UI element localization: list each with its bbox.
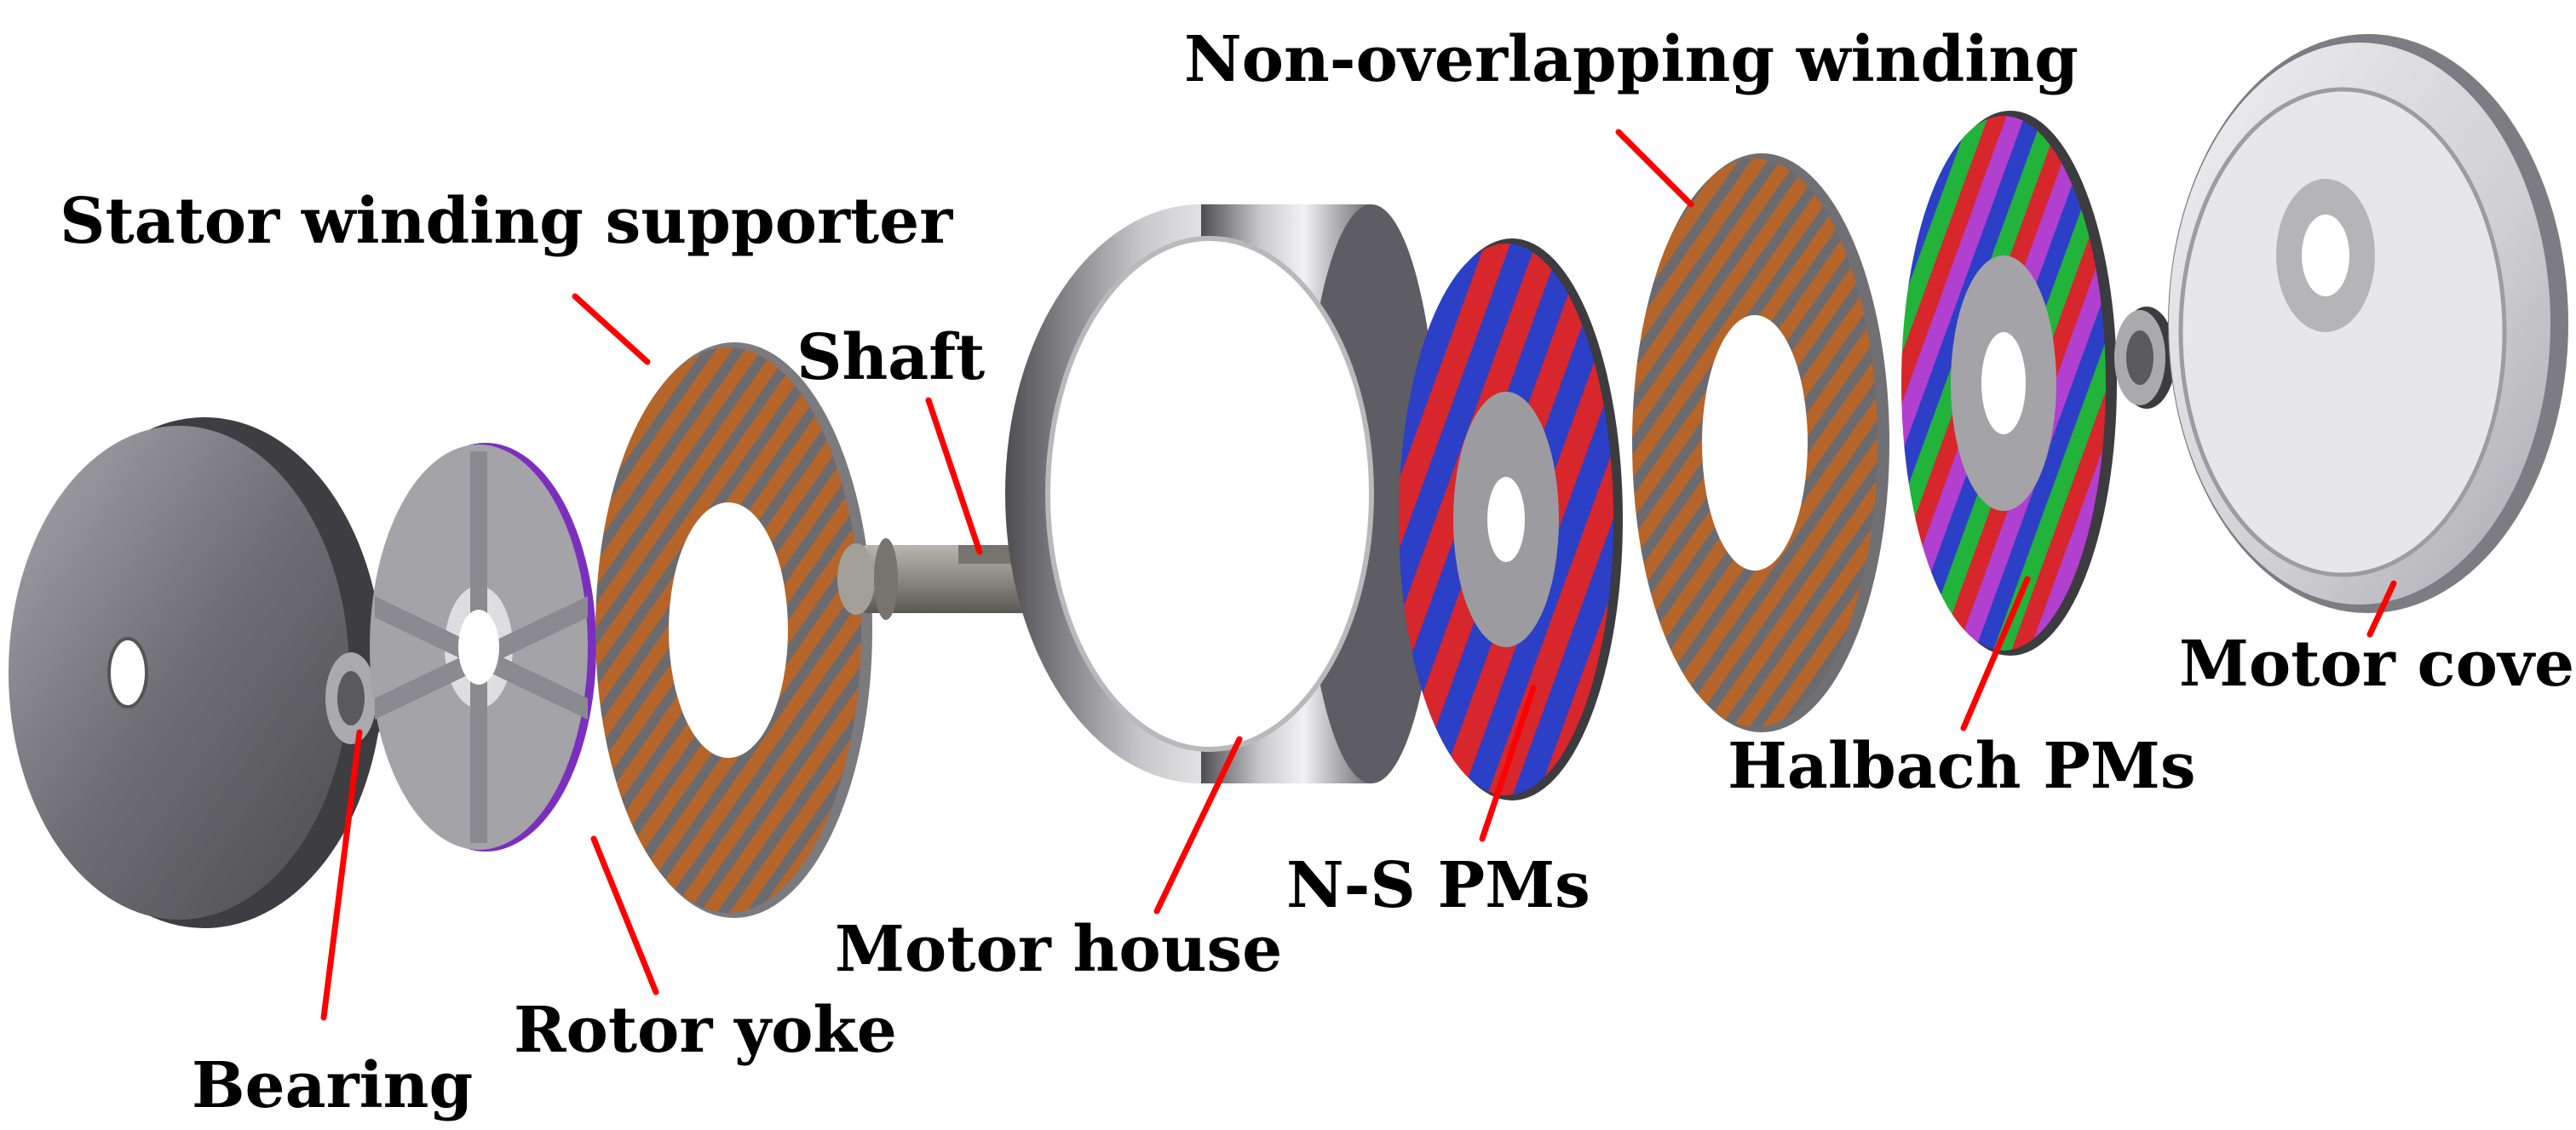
leader-rotor-yoke: [590, 835, 659, 995]
leader-halbach-pms: [1960, 576, 2031, 731]
stator-winding-supporter: [595, 342, 872, 918]
leader-bearing: [320, 729, 363, 1021]
label-rotor-yoke: Rotor yoke: [514, 994, 897, 1067]
label-bearing: Bearing: [192, 1049, 473, 1122]
leader-stator-winding-supporter: [572, 293, 651, 365]
motor-cover: [2168, 34, 2568, 613]
leader-lines: [320, 129, 2397, 1021]
label-motor-cover: Motor cover: [2179, 628, 2576, 701]
leader-motor-cover: [2366, 580, 2397, 638]
motor-house: [1005, 204, 1440, 783]
leader-ns-pms: [1479, 685, 1537, 842]
end-plate-left: [9, 417, 383, 928]
label-stator-winding-supporter: Stator winding supporter: [60, 185, 953, 258]
label-shaft: Shaft: [796, 321, 985, 394]
label-ns-pms: N-S PMs: [1286, 849, 1590, 922]
bearing-right: [2114, 307, 2176, 409]
non-overlapping-winding: [1632, 153, 1889, 732]
label-motor-house: Motor house: [835, 913, 1282, 986]
halbach-pm-disc: [1901, 111, 2117, 656]
leader-shaft: [925, 397, 983, 555]
ns-pm-disc: [1399, 238, 1623, 800]
rotor-yoke: [370, 443, 596, 852]
leader-non-overlapping-winding: [1615, 129, 1694, 208]
leader-motor-house: [1153, 736, 1243, 915]
label-halbach-pms: Halbach PMs: [1728, 730, 2196, 803]
labels: Stator winding supporter Shaft Non-overl…: [60, 23, 2576, 1122]
label-non-overlapping-winding: Non-overlapping winding: [1184, 23, 2079, 96]
